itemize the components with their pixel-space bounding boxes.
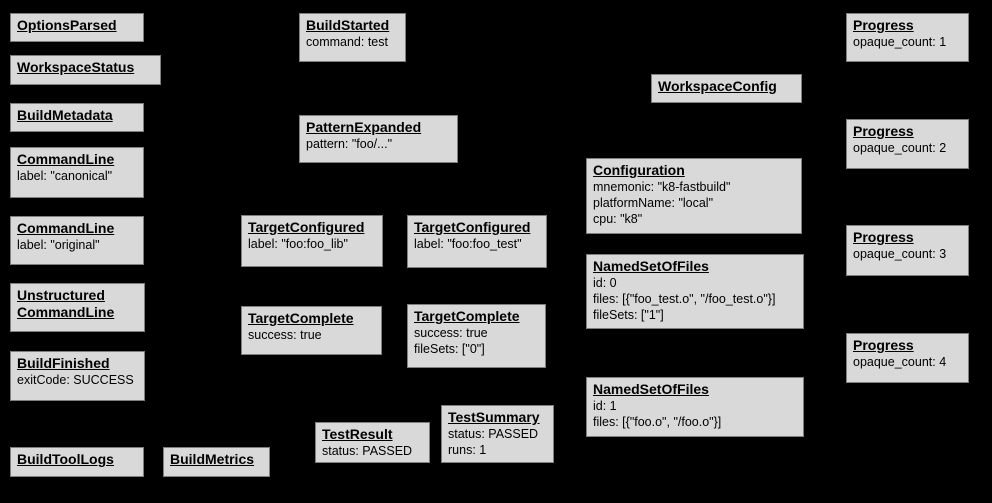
- event-box-progress-3: Progress opaque_count: 3: [846, 225, 969, 276]
- event-box-progress-2: Progress opaque_count: 2: [846, 119, 969, 169]
- event-box-test-summary: TestSummary status: PASSED runs: 1: [441, 405, 554, 463]
- event-title: TestResult: [322, 426, 393, 442]
- event-box-test-result: TestResult status: PASSED: [315, 422, 430, 463]
- event-field: runs: 1: [448, 443, 487, 457]
- event-box-build-finished: BuildFinished exitCode: SUCCESS: [10, 351, 145, 401]
- event-field: pattern: "foo/...": [306, 137, 393, 151]
- event-field: opaque_count: 3: [853, 247, 947, 261]
- event-field: opaque_count: 1: [853, 35, 947, 49]
- event-box-named-set-of-files-1: NamedSetOfFiles id: 1 files: [{"foo.o", "/…: [586, 377, 804, 437]
- event-title: CommandLine: [17, 220, 115, 236]
- event-field: files: [{"foo.o", "/foo.o"}]: [593, 415, 722, 429]
- event-title: WorkspaceConfig: [658, 78, 777, 94]
- event-title: TargetConfigured: [248, 219, 365, 235]
- event-box-build-metadata: BuildMetadata: [10, 103, 144, 132]
- event-box-progress-4: Progress opaque_count: 4: [846, 333, 969, 383]
- event-box-progress-1: Progress opaque_count: 1: [846, 13, 969, 62]
- event-box-target-complete-foo-lib: TargetComplete success: true: [241, 306, 382, 355]
- event-box-command-line-canonical: CommandLine label: "canonical": [10, 147, 144, 198]
- event-field: label: "original": [17, 238, 100, 252]
- event-box-workspace-config: WorkspaceConfig: [651, 74, 802, 103]
- event-title: Progress: [853, 337, 914, 353]
- event-box-pattern-expanded: PatternExpanded pattern: "foo/...": [299, 115, 458, 163]
- event-box-target-complete-foo-test: TargetComplete success: true fileSets: ["0…: [407, 304, 546, 368]
- event-box-build-metrics: BuildMetrics: [163, 447, 270, 477]
- event-box-command-line-original: CommandLine label: "original": [10, 216, 144, 265]
- event-field: id: 0: [593, 276, 617, 290]
- event-title: BuildFinished: [17, 355, 110, 371]
- event-title: Progress: [853, 229, 914, 245]
- event-field: cpu: "k8": [593, 212, 643, 226]
- event-field: success: true: [414, 326, 488, 340]
- event-title: BuildStarted: [306, 17, 390, 33]
- event-field: platformName: "local": [593, 196, 714, 210]
- event-field: fileSets: ["0"]: [414, 342, 485, 356]
- event-field: fileSets: ["1"]: [593, 308, 664, 322]
- event-title: OptionsParsed: [17, 17, 117, 33]
- event-box-options-parsed: OptionsParsed: [10, 13, 144, 42]
- event-field: exitCode: SUCCESS: [17, 373, 134, 387]
- event-field: status: PASSED: [448, 427, 539, 441]
- event-field: mnemonic: "k8-fastbuild": [593, 180, 731, 194]
- event-field: files: [{"foo_test.o", "/foo_test.o"}]: [593, 292, 776, 306]
- event-title: Progress: [853, 17, 914, 33]
- event-title: NamedSetOfFiles: [593, 258, 709, 274]
- event-title: WorkspaceStatus: [17, 59, 135, 75]
- event-field: command: test: [306, 35, 388, 49]
- event-title: CommandLine: [17, 304, 115, 320]
- event-field: id: 1: [593, 399, 617, 413]
- event-title: Unstructured: [17, 287, 105, 303]
- event-field: opaque_count: 4: [853, 355, 947, 369]
- event-title: Progress: [853, 123, 914, 139]
- event-field: status: PASSED: [322, 444, 413, 458]
- event-title: Configuration: [593, 162, 685, 178]
- event-title: BuildMetrics: [170, 451, 255, 467]
- event-box-build-tool-logs: BuildToolLogs: [10, 447, 144, 477]
- event-field: label: "canonical": [17, 169, 113, 183]
- event-box-target-configured-foo-lib: TargetConfigured label: "foo:foo_lib": [241, 215, 383, 267]
- event-title: TargetConfigured: [414, 219, 531, 235]
- event-title: TargetComplete: [414, 308, 520, 324]
- event-field: success: true: [248, 328, 322, 342]
- event-box-target-configured-foo-test: TargetConfigured label: "foo:foo_test": [407, 215, 547, 268]
- event-box-named-set-of-files-0: NamedSetOfFiles id: 0 files: [{"foo_test.o…: [586, 254, 804, 329]
- event-box-configuration: Configuration mnemonic: "k8-fastbuild" pla…: [586, 158, 802, 234]
- event-box-workspace-status: WorkspaceStatus: [10, 55, 161, 85]
- event-title: TargetComplete: [248, 310, 354, 326]
- event-box-build-started: BuildStarted command: test: [299, 13, 406, 62]
- event-title: BuildMetadata: [17, 107, 113, 123]
- event-field: label: "foo:foo_test": [414, 237, 522, 251]
- event-field: label: "foo:foo_lib": [248, 237, 348, 251]
- event-field: opaque_count: 2: [853, 141, 947, 155]
- event-title: PatternExpanded: [306, 119, 422, 135]
- event-title: BuildToolLogs: [17, 451, 114, 467]
- event-title: NamedSetOfFiles: [593, 381, 709, 397]
- event-title: TestSummary: [448, 409, 540, 425]
- event-title: CommandLine: [17, 151, 115, 167]
